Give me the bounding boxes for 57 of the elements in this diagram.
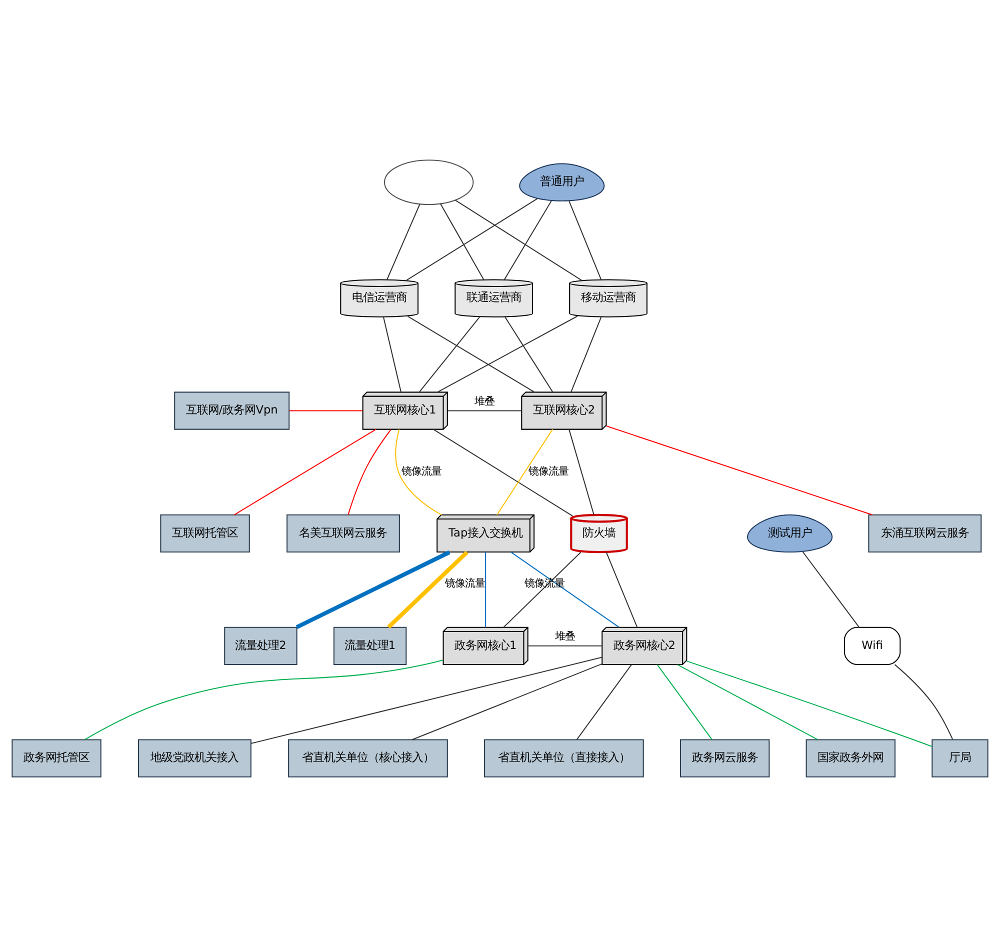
- connector: [387, 550, 468, 629]
- connector: [437, 316, 578, 393]
- connector: [406, 198, 538, 281]
- connector: [382, 316, 402, 392]
- node-box: 省直机关单位（直接接入）: [484, 739, 644, 778]
- connector: [503, 552, 582, 628]
- node-box: Wifi: [844, 626, 901, 665]
- connector: [289, 410, 363, 412]
- connector: [568, 200, 602, 280]
- connector: [234, 428, 376, 516]
- edge-label: 镜像流量: [444, 578, 485, 590]
- connector: [576, 664, 632, 740]
- connector: [510, 552, 620, 628]
- connector: [504, 200, 552, 280]
- node-box: 政务网云服务: [680, 739, 770, 778]
- node-box: 厅局: [932, 739, 988, 778]
- connector: [408, 316, 535, 393]
- connector: [894, 664, 954, 740]
- connector: [656, 664, 712, 740]
- connector: [440, 203, 484, 280]
- node-box: 省直机关单位（核心接入）: [288, 739, 448, 778]
- connector: [570, 316, 602, 392]
- node-cloud: [384, 160, 474, 205]
- node-box: 名美互联网云服务: [286, 514, 400, 553]
- connector: [504, 316, 554, 392]
- node-box: 流量处理1: [333, 626, 407, 665]
- node-box: 流量处理2: [224, 626, 298, 665]
- node-box: 政务网托管区: [12, 739, 102, 778]
- connector: [606, 425, 873, 516]
- node-box: 互联网/政务网Vpn: [174, 392, 290, 430]
- connector: [412, 663, 602, 740]
- edge-label: 堆叠: [554, 630, 575, 643]
- connector: [448, 410, 522, 412]
- connector: [686, 660, 932, 748]
- connector: [296, 550, 450, 630]
- node-box: 国家政务外网: [806, 739, 896, 778]
- edge-label: 堆叠: [474, 396, 495, 408]
- connector: [455, 200, 582, 281]
- node-box: 地级党政机关接入: [138, 739, 252, 778]
- connector: [348, 429, 392, 515]
- connector: [395, 429, 442, 516]
- connector: [433, 428, 573, 516]
- connector: [418, 316, 480, 392]
- connector: [496, 429, 553, 516]
- connector: [485, 552, 486, 628]
- node-box: 互联网托管区: [160, 514, 250, 553]
- connector: [251, 656, 602, 744]
- edge-label: 镜像流量: [528, 466, 568, 478]
- connector: [84, 659, 444, 740]
- connector: [386, 204, 420, 280]
- connector: [802, 551, 860, 628]
- edge-label: 镜像流量: [402, 466, 442, 478]
- node-box: 东涌互联网云服务: [868, 514, 982, 553]
- connector: [528, 645, 602, 646]
- connector: [677, 664, 818, 740]
- connector: [606, 552, 638, 628]
- connector: [568, 429, 594, 516]
